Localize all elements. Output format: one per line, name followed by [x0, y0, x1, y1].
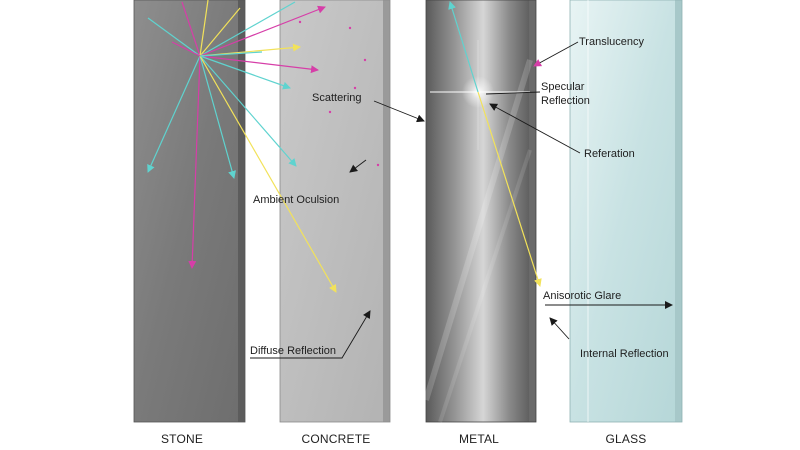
- material-captions: STONE CONCRETE METAL GLASS: [161, 432, 646, 446]
- metal-rays: [448, 1, 542, 287]
- label-refraction: Referation: [584, 148, 635, 160]
- annotation-arrows: [250, 41, 673, 359]
- caption-metal: METAL: [459, 432, 499, 446]
- label-ambient-occlusion: Ambient Oculsion: [253, 194, 339, 206]
- label-translucency: Translucency: [579, 36, 645, 48]
- caption-concrete: CONCRETE: [302, 432, 371, 446]
- stone-rays: [147, 0, 337, 293]
- annotation-labels: Translucency Specular Reflection Scatter…: [250, 36, 669, 360]
- label-scattering: Scattering: [312, 92, 362, 104]
- label-specular-line2: Reflection: [541, 95, 590, 107]
- glass-panel: [569, 0, 683, 423]
- label-specular-line1: Specular: [541, 81, 585, 93]
- label-diffuse-reflection: Diffuse Reflection: [250, 345, 336, 357]
- label-anisotropic-glare: Anisorotic Glare: [543, 290, 621, 302]
- caption-stone: STONE: [161, 432, 203, 446]
- caption-glass: GLASS: [605, 432, 646, 446]
- label-internal-reflection: Internal Reflection: [580, 348, 669, 360]
- stone-panel: [133, 0, 246, 423]
- concrete-panel: [279, 0, 391, 423]
- metal-panel: [423, 0, 537, 423]
